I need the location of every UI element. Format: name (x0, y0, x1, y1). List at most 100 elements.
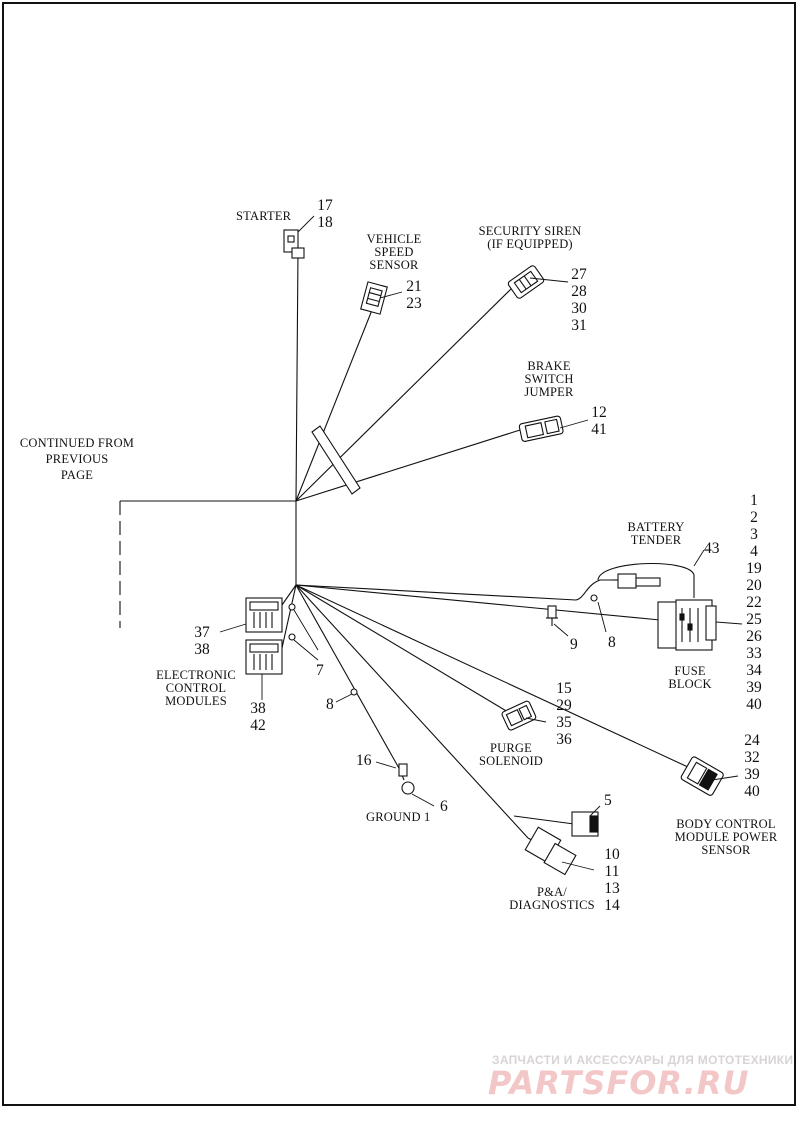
callout: 39 (746, 679, 762, 696)
battery-line-2: TENDER (630, 533, 682, 547)
watermark-logo: PARTSFOR.RU (488, 1064, 750, 1102)
callout: 14 (604, 897, 620, 914)
continued-line-2: PREVIOUS (45, 452, 109, 466)
callout: 40 (746, 696, 762, 713)
brake-label: BRAKE SWITCH JUMPER (514, 360, 584, 399)
fuse-line-1: FUSE (674, 664, 706, 678)
ecm-line-1: ELECTRONIC (156, 668, 236, 682)
ground-label: GROUND 1 (366, 810, 431, 824)
tie-8-upper (590, 594, 598, 602)
brake-callouts: 12 41 (588, 404, 610, 438)
brake-jumper-connector (518, 415, 564, 442)
pa-label: P&A/ DIAGNOSTICS (504, 886, 600, 912)
ecm-bottom-callouts: 38 42 (246, 700, 270, 734)
fuse-callouts: 1 2 3 4 19 20 22 25 26 33 34 39 40 (742, 492, 766, 713)
watermark-tagline: ЗАПЧАСТИ И АКСЕССУАРЫ ДЛЯ МОТОТЕХНИКИ (492, 1053, 794, 1067)
vss-line-3: SENSOR (369, 258, 419, 272)
callout-43: 43 (704, 540, 720, 557)
callout: 18 (317, 214, 333, 231)
continued-line-3: PAGE (60, 468, 94, 482)
callout: 37 (194, 624, 210, 641)
callout: 41 (591, 421, 607, 438)
pa-callouts: 10 11 13 14 (600, 846, 624, 914)
callout: 39 (744, 766, 760, 783)
callout: 13 (604, 880, 620, 897)
brake-line-2: SWITCH (524, 372, 574, 386)
fuse-block-shape (657, 599, 717, 651)
callout: 24 (744, 732, 760, 749)
callout: 3 (750, 526, 758, 543)
callout: 29 (556, 697, 572, 714)
siren-connector (507, 265, 545, 299)
starter-connector (283, 229, 305, 259)
vss-connector (360, 281, 388, 315)
brake-line-3: JUMPER (524, 385, 574, 399)
callout: 12 (591, 404, 607, 421)
bcm-line-2: MODULE POWER (674, 830, 778, 844)
battery-line-1: BATTERY (627, 520, 685, 534)
callout: 2 (750, 509, 758, 526)
siren-label: SECURITY SIREN (IF EQUIPPED) (468, 225, 592, 251)
ground-eyelet (398, 763, 415, 795)
pa-line-2: DIAGNOSTICS (509, 898, 595, 912)
vss-line-1: VEHICLE (366, 232, 422, 246)
callout: 23 (406, 295, 422, 312)
callout: 33 (746, 645, 762, 662)
callout: 17 (317, 197, 333, 214)
callout: 26 (746, 628, 762, 645)
callout: 25 (746, 611, 762, 628)
callout: 40 (744, 783, 760, 800)
clip-9 (546, 605, 558, 626)
callout-8-upper: 8 (608, 634, 616, 651)
bcm-line-1: BODY CONTROL (676, 817, 776, 831)
callout-9: 9 (570, 636, 578, 653)
bcm-line-3: SENSOR (701, 843, 751, 857)
callout: 32 (744, 749, 760, 766)
siren-line-2: (IF EQUIPPED) (487, 237, 573, 251)
callout: 28 (571, 283, 587, 300)
ecm-label: ELECTRONIC CONTROL MODULES (148, 669, 244, 708)
bcm-label: BODY CONTROL MODULE POWER SENSOR (666, 818, 786, 857)
vss-line-2: SPEED (374, 245, 414, 259)
callout-7: 7 (316, 662, 324, 679)
lower-branches (281, 579, 691, 839)
purge-label: PURGE SOLENOID (470, 742, 552, 768)
callout: 4 (750, 543, 758, 560)
callout: 22 (746, 594, 762, 611)
callout: 20 (746, 577, 762, 594)
pa-line-1: P&A/ (537, 885, 567, 899)
ecm-modules (245, 597, 296, 675)
fuse-block-label: FUSE BLOCK (660, 665, 720, 691)
ecm-line-2: CONTROL (165, 681, 227, 695)
callout-16: 16 (356, 752, 372, 769)
callout: 31 (571, 317, 587, 334)
callout: 42 (250, 717, 266, 734)
bcm-connector (680, 756, 724, 796)
purge-connector (501, 700, 537, 731)
callout-5: 5 (604, 792, 612, 809)
callout: 27 (571, 266, 587, 283)
continuation-wire (119, 500, 297, 628)
vss-label: VEHICLE SPEED SENSOR (356, 233, 432, 272)
starter-callouts: 17 18 (314, 197, 336, 231)
callout: 1 (750, 492, 758, 509)
tie-8-lower (350, 688, 358, 696)
ecm-line-3: MODULES (165, 694, 227, 708)
fuse-line-2: BLOCK (668, 677, 712, 691)
pa-diagnostic-connectors (513, 811, 599, 876)
callout: 21 (406, 278, 422, 295)
callout: 11 (604, 863, 620, 880)
brake-line-1: BRAKE (527, 359, 571, 373)
callout: 35 (556, 714, 572, 731)
callout: 15 (556, 680, 572, 697)
siren-callouts: 27 28 30 31 (568, 266, 590, 334)
callout: 30 (571, 300, 587, 317)
bcm-callouts: 24 32 39 40 (740, 732, 764, 800)
upper-branches (295, 249, 521, 502)
callout-8-lower: 8 (326, 696, 334, 713)
purge-line-1: PURGE (490, 741, 532, 755)
leader-lines (219, 215, 743, 871)
purge-line-2: SOLENOID (478, 754, 544, 768)
callout: 19 (746, 560, 762, 577)
